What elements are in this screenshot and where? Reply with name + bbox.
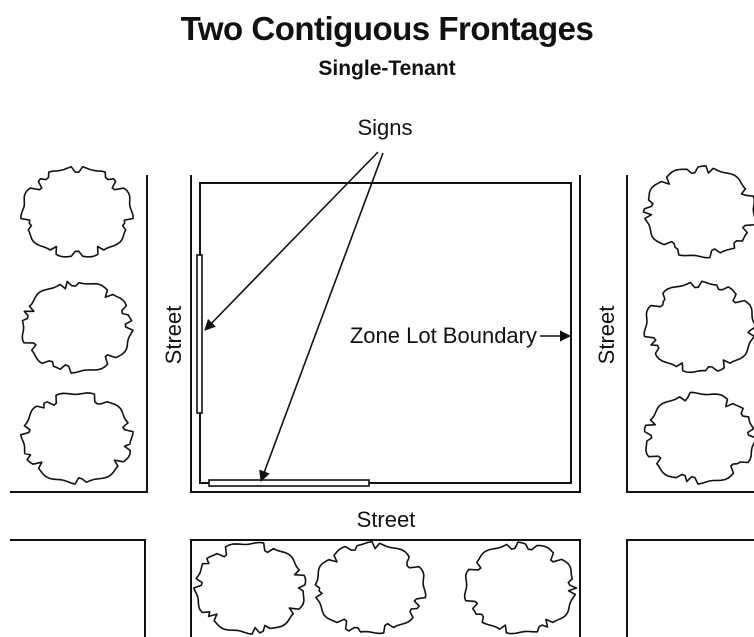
tree-icon (20, 165, 134, 258)
right-block-edge (626, 175, 754, 493)
street-label-left: Street (161, 306, 186, 365)
tree-icon (463, 541, 578, 635)
sign-horizontal (208, 479, 370, 487)
center-block-edge (190, 175, 581, 493)
sign-vertical (196, 254, 203, 414)
tree-icon (21, 280, 134, 374)
tree-icon (193, 541, 307, 635)
left-block-edge (10, 175, 148, 493)
tree-icon (19, 392, 134, 485)
bottom-right-block (626, 539, 754, 637)
street-label-right: Street (594, 306, 619, 365)
tree-icon (314, 540, 427, 635)
sign-arrow-horizontal (259, 152, 384, 483)
sign-arrow-vertical (204, 151, 379, 331)
tree-icon (643, 280, 754, 374)
diagram-subtitle: Single-Tenant (318, 57, 455, 80)
bottom-center-block (190, 539, 581, 637)
signs-label: Signs (357, 115, 412, 140)
street-label-bottom: Street (357, 507, 416, 532)
diagram-title: Two Contiguous Frontages (181, 10, 594, 47)
tree-icon (643, 391, 754, 485)
bottom-left-block (10, 539, 146, 637)
tree-icon (642, 165, 754, 259)
zone-lot-boundary-label: Zone Lot Boundary (350, 323, 537, 348)
